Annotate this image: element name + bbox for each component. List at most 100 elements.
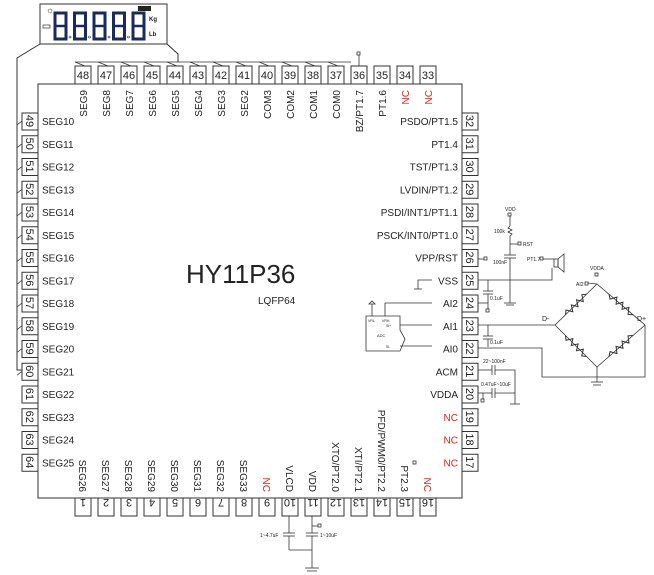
pin-label: COM3: [263, 90, 274, 119]
pin-box: [461, 294, 479, 313]
pin-label: SEG2: [240, 90, 251, 117]
pin-number: 26: [463, 251, 475, 263]
pin-label: SEG21: [42, 367, 75, 378]
pin-number: 24: [463, 297, 475, 309]
pin-number: 12: [330, 496, 342, 508]
pin-label: XTI/PT2.1: [352, 447, 363, 492]
pin-box: [189, 65, 207, 85]
label-si-plus: SI+: [386, 324, 391, 328]
pin-number: 32: [463, 115, 475, 127]
lcd-decimal-point: [68, 35, 72, 39]
pin-box: [74, 65, 92, 85]
battery-icon: [138, 6, 151, 11]
pin-label: SEG8: [102, 90, 113, 117]
pin-box: [258, 497, 276, 517]
pin-box: [97, 497, 115, 517]
pin-number: 45: [146, 70, 158, 82]
pin-12: 12 XTO/PT2.0: [327, 442, 345, 517]
pin-number: 1: [80, 496, 86, 508]
pin-number: 36: [353, 70, 365, 82]
pin-box: [235, 497, 253, 517]
pin-label: NC: [444, 413, 458, 424]
label-100nf: 100nF: [493, 260, 507, 266]
pin-number: 62: [23, 411, 35, 423]
bridge-resistors: [565, 293, 634, 357]
pin-number: 57: [23, 297, 35, 309]
lcd-decimal-point: [107, 35, 111, 39]
pin-box: [373, 65, 391, 85]
label-vrh: VRH: [382, 319, 390, 323]
pin-number: 43: [192, 70, 204, 82]
pin-box: [304, 65, 322, 85]
pin-box: [281, 497, 299, 517]
pin-box: [419, 497, 437, 517]
pin-number: 37: [330, 70, 342, 82]
pin-number: 8: [241, 496, 247, 508]
pin-number: 30: [463, 160, 475, 172]
resistor: [565, 335, 587, 357]
pin-label: PT2.3: [398, 465, 409, 492]
chip-package: LQFP64: [258, 296, 296, 307]
pin-label: SEG30: [168, 460, 179, 493]
pin-box: [419, 65, 437, 85]
pin-label: ACM: [436, 367, 458, 378]
pin-label: COM0: [332, 90, 343, 119]
lcd-decimal-point: [127, 35, 130, 39]
pin-label: SEG9: [79, 90, 90, 117]
pin-label: SEG10: [42, 117, 75, 128]
pin-box: [120, 65, 138, 85]
pin-number: 63: [23, 433, 35, 445]
pin-label: PFD/PWM0/PT2.2: [375, 410, 386, 493]
pin-label: XTO/PT2.0: [329, 442, 340, 492]
pin-number: 51: [23, 160, 35, 172]
label-c-vdda: 0.47uF~10uF: [481, 382, 511, 388]
label-vdda-bridge: VDDA: [590, 266, 605, 272]
pin-label: TST/PT1.3: [410, 163, 459, 174]
pin-label: SEG27: [99, 460, 110, 493]
pin-label: VLCD: [283, 465, 294, 492]
label-ai2-bridge: AI2: [576, 282, 584, 288]
pin-box: [373, 497, 391, 517]
pin-box: [350, 497, 368, 517]
pin-box: [21, 385, 39, 404]
pin-label: LVDIN/PT1.2: [400, 185, 459, 196]
pin-number: 21: [463, 365, 475, 377]
pin-number: 16: [422, 496, 434, 508]
pin-label: SEG31: [191, 460, 202, 493]
pin-label: SEG28: [122, 460, 133, 493]
pin-box: [21, 408, 39, 427]
pin-label: SEG17: [42, 276, 75, 287]
pin-box: [461, 408, 479, 427]
pin-box: [461, 226, 479, 245]
pin-number: 11: [307, 496, 318, 508]
external-circuit: [283, 51, 646, 572]
pin-box: [461, 431, 479, 449]
pin-number: 58: [23, 320, 35, 332]
pin-number: 13: [353, 496, 365, 508]
pin-box: [212, 497, 230, 517]
pin-box: [304, 497, 322, 517]
pin-number: 64: [23, 456, 35, 468]
label-adc: ADC: [377, 333, 386, 338]
pin-number: 3: [126, 496, 132, 508]
label-rst: RST: [523, 242, 533, 248]
pin-number: 2: [103, 496, 109, 508]
pin-label: SEG32: [214, 460, 225, 493]
label-c-acm: 22~100nF: [483, 359, 506, 365]
